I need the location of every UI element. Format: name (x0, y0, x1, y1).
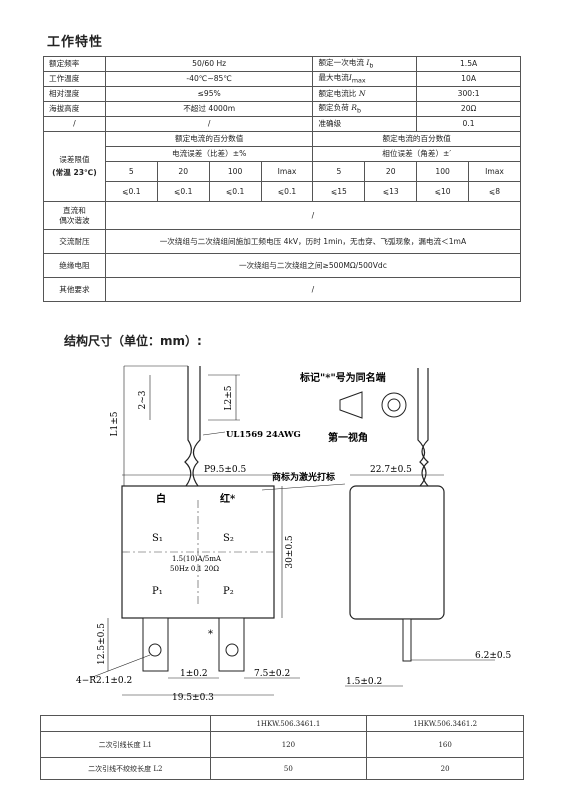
dim-pitch: P9.5±0.5 (204, 465, 246, 475)
view-cone-icon (339, 391, 363, 419)
dim-2-3: 2~3 (138, 390, 148, 409)
dim-hole: 4−R2.1±0.2 (76, 676, 132, 686)
label-s1: S₁ (152, 533, 163, 544)
wire-right (192, 366, 201, 487)
rating-line1: 1.5(10)A/5mA (172, 555, 222, 563)
wire-label: UL1569 24AWG (226, 430, 301, 440)
label-s2: S₂ (223, 533, 234, 544)
row-label-l2: 二次引线不绞绞长度 L2 (40, 757, 211, 780)
star-mark: * (208, 629, 213, 640)
side-view-body (349, 485, 445, 620)
dim-1-5: 1.5±0.2 (346, 677, 382, 687)
corner-cell (40, 715, 211, 732)
wire-side-1 (417, 368, 427, 487)
value-insulation: 一次绕组与二次绕组之间≥500MΩ/500Vdc (104, 253, 522, 278)
value-dc: / (104, 201, 522, 230)
dim-19-5: 19.5±0.3 (172, 693, 214, 703)
wire-left (184, 366, 192, 487)
section-title-dimensions: 结构尺寸（单位：mm）: (64, 334, 202, 348)
cell-l2-model2: 20 (366, 757, 524, 780)
side-pin (402, 618, 412, 662)
rating-line2: 50Hz 0.1 20Ω (170, 565, 219, 573)
col-head: Imax (260, 161, 314, 182)
col-head-model1: 1HKW.506.3461.1 (209, 715, 368, 732)
cell-l2-model1: 50 (209, 757, 368, 780)
dim-height: 30±0.5 (285, 535, 295, 569)
dim-l1: L1±5 (110, 411, 120, 436)
value-ac: 一次绕组与二次绕组间施加工频电压 4kV，历时 1min，无击穿、飞弧现象，漏电… (104, 229, 522, 254)
cell-l1-model2: 160 (366, 731, 524, 758)
value-other: / (104, 277, 522, 302)
dim-7-5: 7.5±0.2 (254, 669, 290, 679)
label-red: 红* (220, 492, 236, 505)
label-other: 其他要求 (43, 277, 106, 302)
label-p2: P₂ (223, 586, 234, 597)
section-title-characteristics: 工作特性 (47, 35, 104, 50)
pin-hole-right (225, 643, 239, 657)
view-label: 第一视角 (328, 431, 368, 444)
mark-note: 标记"*"号为同名端 (299, 371, 386, 384)
pin-right (218, 617, 245, 672)
dim-l2: L2±5 (224, 385, 234, 410)
cell-l1-model1: 120 (209, 731, 368, 758)
label-white: 白 (156, 492, 166, 505)
col-head-model2: 1HKW.506.3461.2 (366, 715, 524, 732)
lead-length-table: 1HKW.506.3461.1 1HKW.506.3461.2 二次引线长度 L… (40, 715, 524, 780)
label-error-limit: 误差限值(常温 23℃) (43, 131, 106, 202)
label-altitude: 海拔高度 (43, 101, 106, 117)
view-circle-icon (381, 392, 407, 418)
dim-6-2: 6.2±0.5 (475, 651, 511, 661)
spec-table: 额定频率 50/60 Hz 额定一次电流 Ib 1.5A 工作温度 -40℃~8… (43, 56, 522, 302)
dim-width-side: 22.7±0.5 (370, 465, 412, 475)
brand-note: 商标为激光打标 (272, 471, 335, 483)
pin-hole-left (148, 643, 162, 657)
pin-left (142, 617, 169, 672)
dim-12-5: 12.5±0.5 (97, 623, 107, 665)
wire-side-2 (421, 368, 429, 487)
label-p1: P₁ (152, 586, 163, 597)
row-label-l1: 二次引线长度 L1 (40, 731, 211, 758)
dim-1: 1±0.2 (180, 669, 208, 679)
